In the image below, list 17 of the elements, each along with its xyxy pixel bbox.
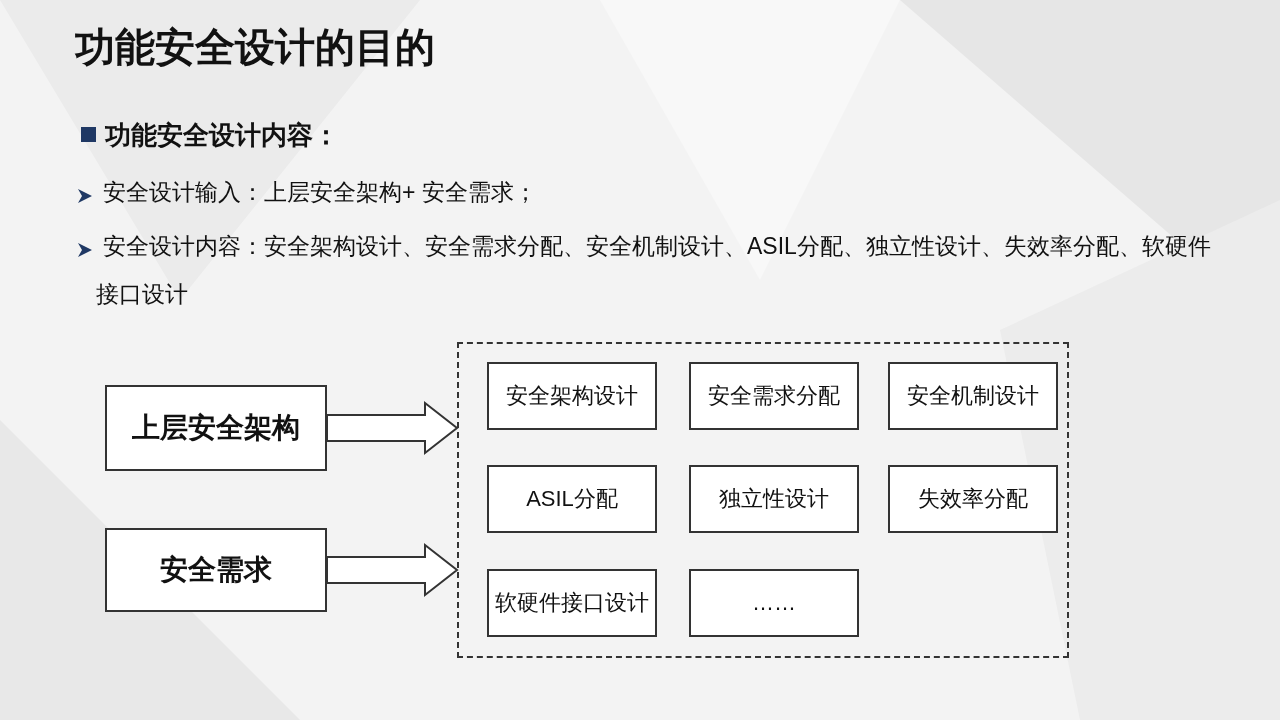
block-arrow: [326, 542, 459, 598]
dashed-container: [457, 342, 1069, 658]
input-box: 上层安全架构: [105, 385, 327, 471]
item-box: 安全机制设计: [888, 362, 1058, 430]
section-heading: 功能安全设计内容：: [105, 119, 339, 152]
item-box: ASIL分配: [487, 465, 657, 533]
item-box: 独立性设计: [689, 465, 859, 533]
item-box: 安全需求分配: [689, 362, 859, 430]
bullet-text: 安全设计内容：安全架构设计、安全需求分配、安全机制设计、ASIL分配、独立性设计、失效率分配、软硬件接口设计: [96, 232, 1212, 309]
title: 功能安全设计的目的: [75, 24, 435, 71]
item-box: ……: [689, 569, 859, 637]
item-box: 安全架构设计: [487, 362, 657, 430]
item-box: 软硬件接口设计: [487, 569, 657, 637]
block-arrow: [326, 400, 459, 456]
item-box: 失效率分配: [888, 465, 1058, 533]
input-box: 安全需求: [105, 528, 327, 612]
bullet-text: 安全设计输入：上层安全架构+ 安全需求；: [102, 178, 538, 207]
